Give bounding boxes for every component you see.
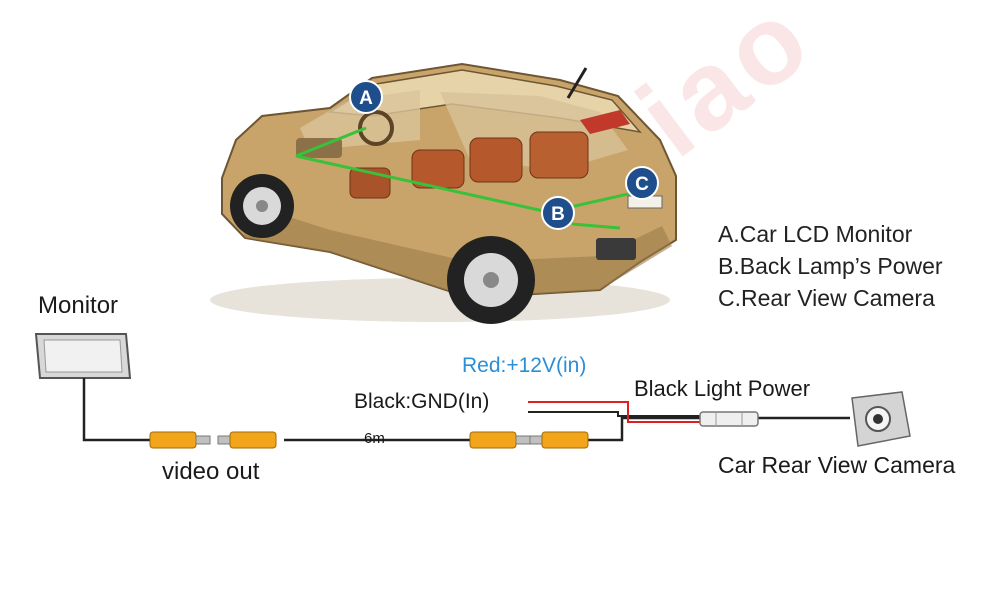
rca-connector-2 [217, 431, 277, 449]
monitor-label: Monitor [38, 292, 119, 319]
monitor-icon [34, 333, 132, 379]
black-light-power-label: Black Light Power [634, 376, 811, 401]
marker-c: C [625, 166, 659, 200]
car-illustration: A B C [210, 62, 677, 324]
rear-camera-icon [851, 391, 911, 447]
video-out-label: video out [162, 458, 260, 485]
power-connector [699, 411, 759, 427]
marker-a-label: A [359, 88, 373, 109]
rca-connector-4 [529, 431, 589, 449]
video-cable [82, 378, 850, 442]
front-wheel [230, 174, 294, 238]
legend-item-c: C.Rear View Camera [718, 285, 935, 311]
legend-item-b: B.Back Lamp’s Power [718, 253, 943, 279]
marker-c-label: C [635, 174, 649, 195]
rear-wheel [447, 236, 535, 324]
legend-item-a: A.Car LCD Monitor [718, 221, 913, 247]
red-power-label: Red:+12V(in) [462, 354, 587, 377]
red-power-wire [528, 401, 700, 423]
marker-a: A [349, 80, 383, 114]
rca-connector-3 [469, 431, 531, 449]
camera-label: Car Rear View Camera [718, 452, 956, 478]
rca-connector-1 [149, 431, 211, 449]
cable-length-label: 6m [364, 430, 385, 447]
black-gnd-label: Black:GND(In) [354, 390, 490, 413]
marker-b-label: B [551, 204, 565, 225]
marker-b: B [541, 196, 575, 230]
black-gnd-wire [528, 411, 700, 417]
legend: A.Car LCD Monitor B.Back Lamp’s Power C.… [718, 218, 943, 314]
